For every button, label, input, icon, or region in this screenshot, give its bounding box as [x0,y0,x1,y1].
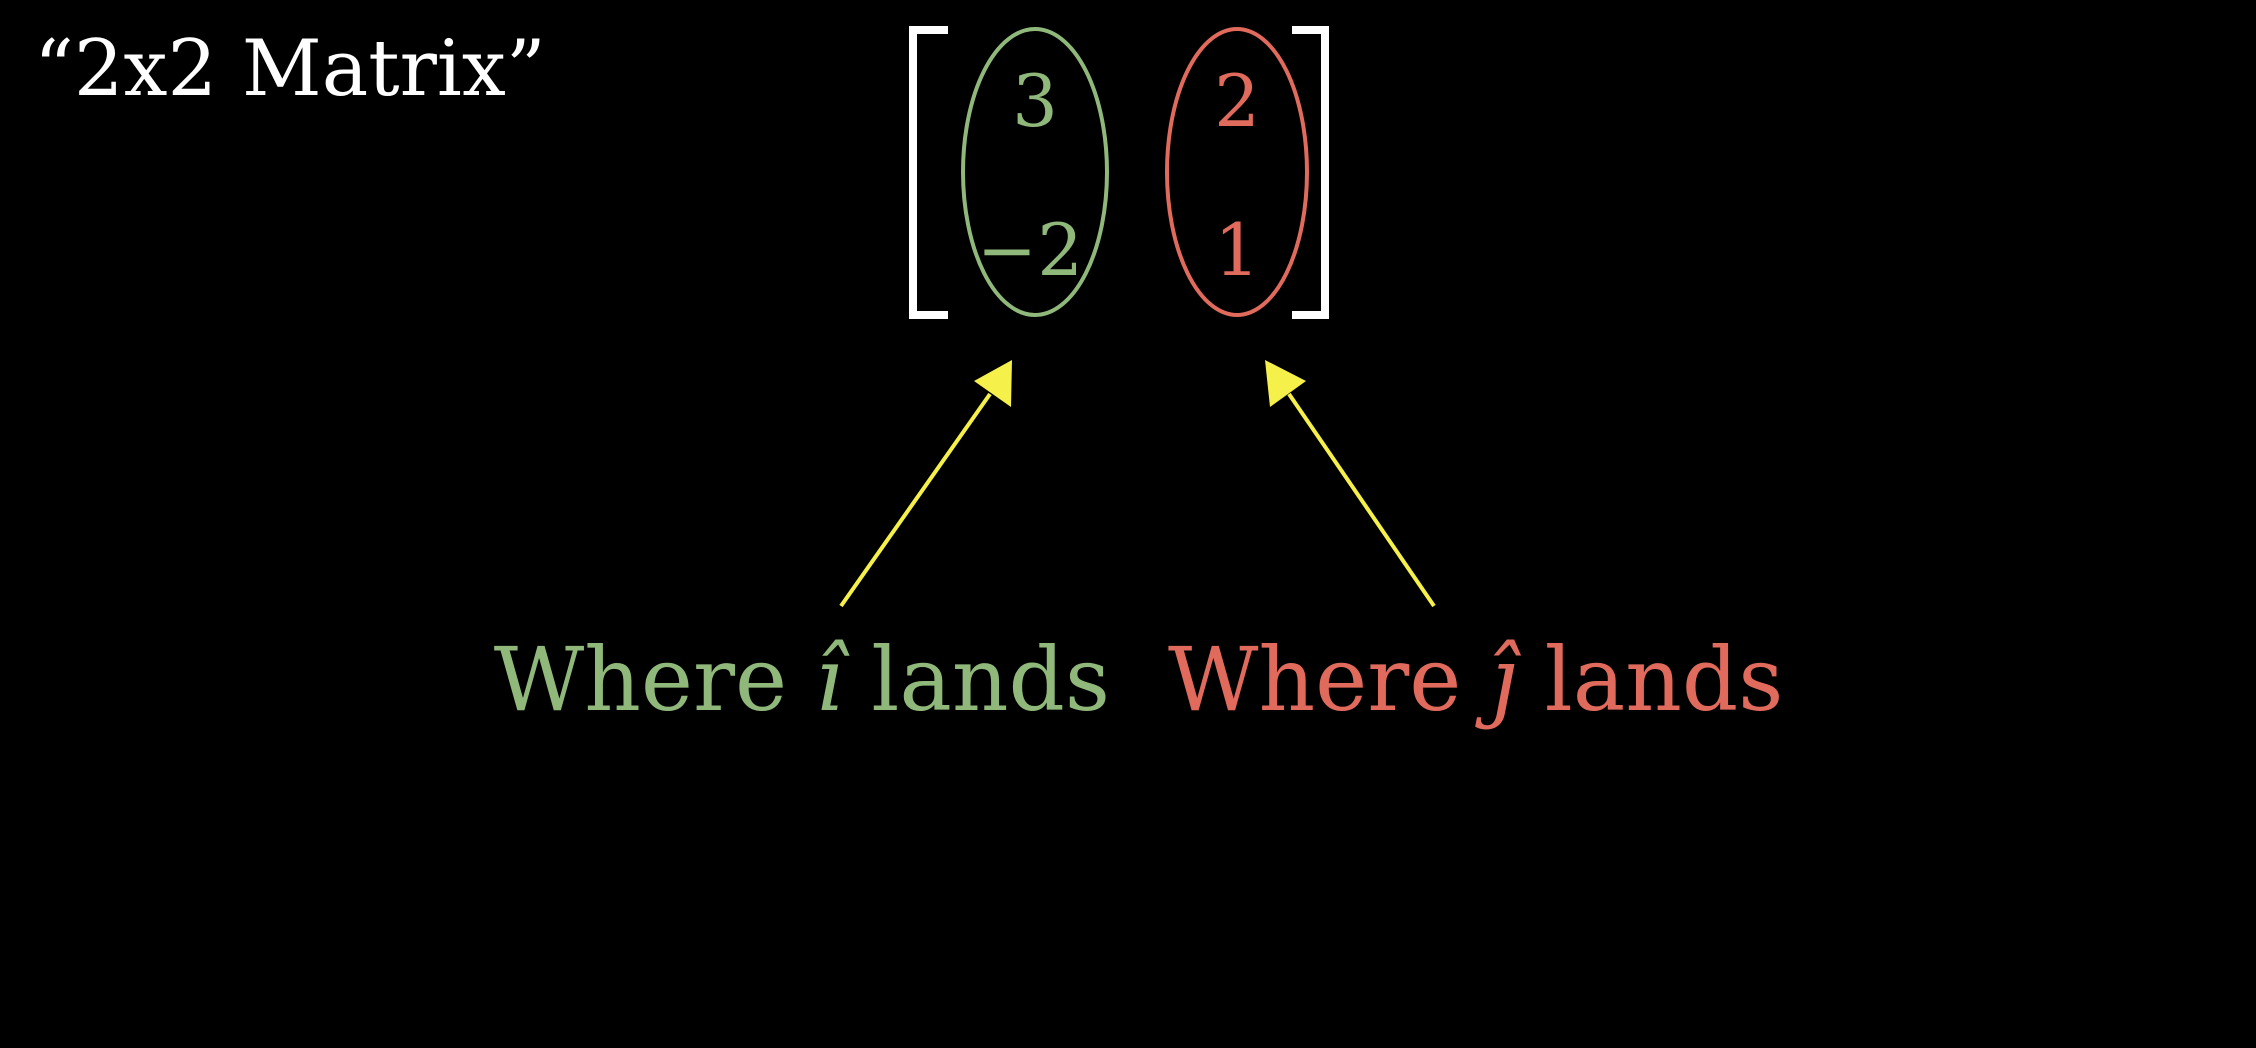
arrow-head-column-2 [1265,360,1306,407]
matrix-entry-1-1: 3 [1012,59,1058,143]
arrow-head-column-1 [974,360,1012,407]
matrix-entry-2-2: 1 [1214,208,1260,292]
label-i-hat: Where î lands [494,628,1110,731]
page-title: “2x2 Matrix” [34,24,546,114]
matrix-entry-1-2: 2 [1214,59,1260,143]
arrow-to-column-2 [1287,392,1436,608]
column-1-ellipse [961,27,1109,317]
column-2-ellipse [1165,27,1309,317]
arrow-to-column-1 [839,392,992,608]
right-bracket [1292,26,1329,319]
matrix-entry-2-1: −2 [977,208,1083,292]
label-j-hat: Where ĵ lands [1168,628,1783,731]
left-bracket [909,26,948,319]
